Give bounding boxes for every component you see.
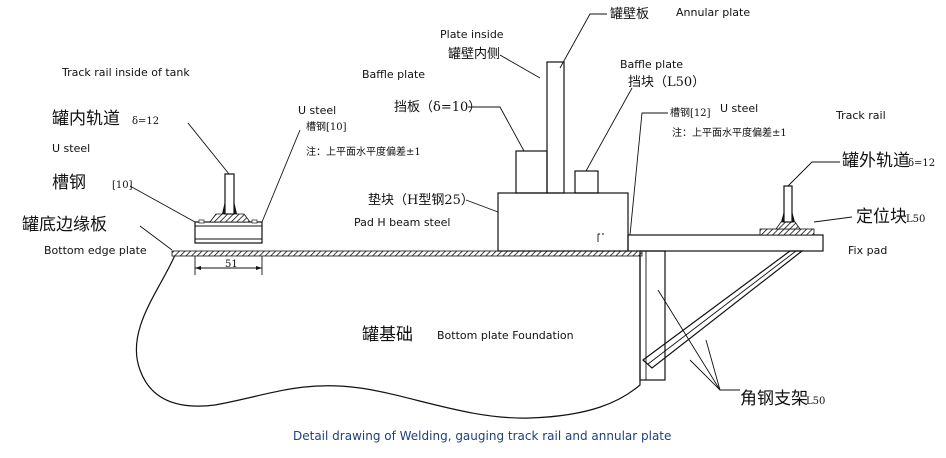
pad-h-beam-en: Pad H beam steel bbox=[354, 216, 450, 229]
baffle-plate-left-cn: 挡板（δ=10） bbox=[394, 100, 481, 115]
channel-steel-left-spec: [10] bbox=[112, 180, 133, 191]
plate-inside-en: Plate inside bbox=[440, 28, 504, 41]
left-rail-base bbox=[209, 213, 251, 223]
left-weld-mark-1 bbox=[198, 219, 205, 224]
tank-bottom-edge-cn: 罐底边缘板 bbox=[22, 215, 107, 235]
left-channel-steel bbox=[194, 221, 263, 244]
level-note-left: 注：上平面水平度偏差±1 bbox=[306, 145, 421, 158]
bottom-edge-plate bbox=[171, 250, 643, 257]
baffle-plate-left bbox=[515, 150, 548, 194]
track-rail-inside-en: Track rail inside of tank bbox=[61, 66, 190, 79]
channel-steel-left-cn: 槽钢 bbox=[52, 173, 86, 193]
left-weld-mark-2 bbox=[251, 219, 258, 224]
angle-bracket-spec: L50 bbox=[806, 396, 825, 407]
track-rail-outside-cn: 罐外轨道 bbox=[842, 151, 910, 171]
u-steel-mid-en: U steel bbox=[298, 104, 336, 117]
plate-inside-cn: 罐壁内侧 bbox=[448, 46, 500, 62]
track-rail-inside-cn: 罐内轨道 bbox=[52, 109, 120, 129]
diagram-caption: Detail drawing of Welding, gauging track… bbox=[293, 429, 671, 443]
u-steel-left-en: U steel bbox=[52, 142, 90, 155]
baffle-plate-left-en: Baffle plate bbox=[362, 68, 425, 81]
baffle-plate-right-cn: 挡块（L50） bbox=[628, 75, 705, 90]
track-rail-outside-spec: δ=12 bbox=[908, 158, 935, 169]
left-rail-weld-right bbox=[234, 201, 237, 214]
right-rail-base-cap bbox=[775, 221, 801, 230]
track-rail-right-en: Track rail bbox=[835, 109, 886, 122]
fix-pad-en: Fix pad bbox=[848, 244, 887, 257]
right-rail-base bbox=[759, 228, 815, 236]
left-track-rail bbox=[224, 173, 235, 215]
foundation-outline bbox=[135, 254, 641, 419]
channel-steel-right-cn: 槽钢[12] bbox=[670, 106, 711, 119]
level-note-right: 注：上平面水平度偏差±1 bbox=[672, 126, 787, 139]
bottom-edge-plate-en: Bottom edge plate bbox=[44, 244, 147, 257]
angle-bracket-cn: 角钢支架 bbox=[740, 389, 808, 409]
left-rail-weld-left bbox=[222, 201, 225, 214]
baffle-block-right bbox=[574, 170, 599, 194]
baffle-plate-right-en: Baffle plate bbox=[620, 58, 683, 71]
u-steel-right-en: U steel bbox=[720, 102, 758, 115]
support-column bbox=[639, 250, 666, 381]
h-beam-pad bbox=[497, 192, 629, 252]
angle-steel-bracket bbox=[642, 250, 804, 369]
right-track-rail bbox=[783, 185, 793, 223]
annular-plate-en: Annular plate bbox=[676, 6, 750, 19]
channel-steel-mid-cn: 槽钢[10] bbox=[306, 120, 347, 133]
tank-wall-cn: 罐壁板 bbox=[610, 7, 649, 22]
positioning-block-spec: L50 bbox=[906, 214, 925, 225]
right-extension-plate bbox=[627, 234, 824, 252]
tank-wall-plate bbox=[546, 61, 565, 194]
foundation-en: Bottom plate Foundation bbox=[437, 329, 574, 342]
foundation-cn: 罐基础 bbox=[362, 325, 413, 345]
dimension-mark-text: 51 bbox=[225, 259, 238, 270]
pad-cn: 垫块（H型钢25） bbox=[368, 192, 474, 208]
track-rail-inside-spec: δ=12 bbox=[132, 116, 159, 127]
positioning-block-cn: 定位块 bbox=[856, 207, 907, 227]
